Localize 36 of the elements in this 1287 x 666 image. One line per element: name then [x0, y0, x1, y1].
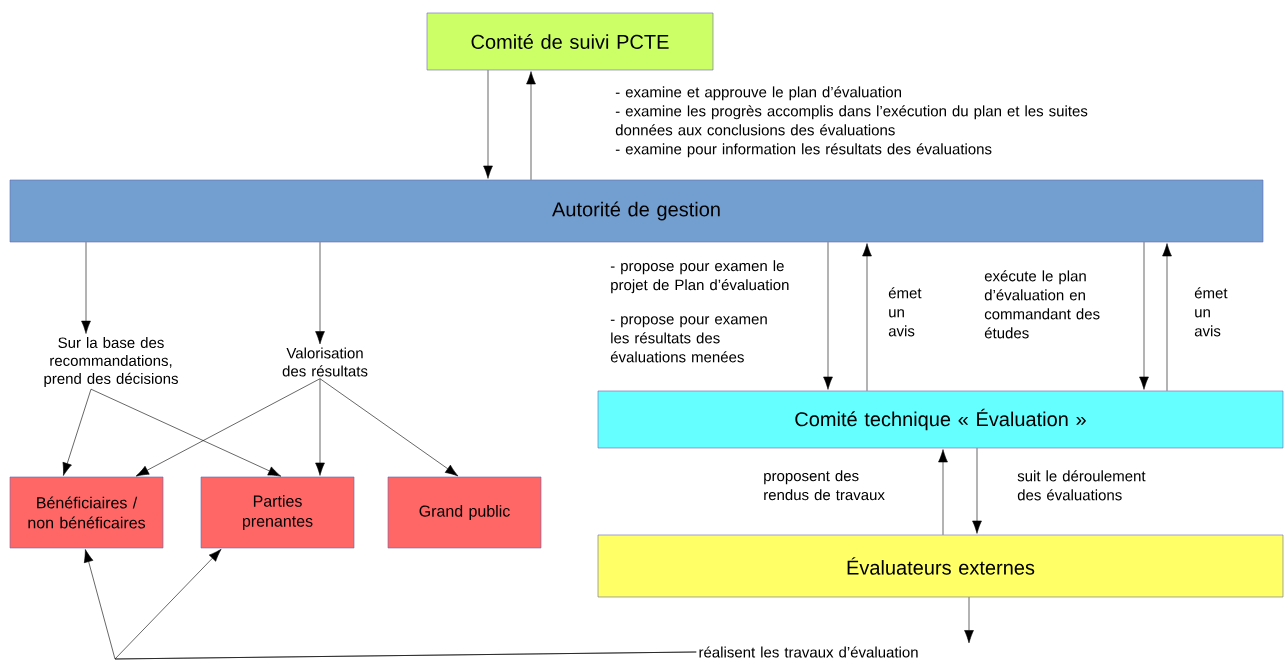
note-text: émet un avis — [1194, 287, 1228, 337]
node-text: Sur la base des recommandations, prend des décisions — [44, 337, 178, 387]
arrow — [862, 243, 872, 391]
arrow — [823, 242, 833, 390]
note-text: - examine les progrès accomplis dans l’exécution du plan et les suites données aux conclusions des évaluations — [615, 105, 1088, 136]
arrow — [964, 597, 974, 644]
arrow — [526, 71, 536, 180]
arrow — [1162, 243, 1172, 391]
process-box: Bénéficiaires / non bénéficaires — [9, 476, 164, 549]
process-box: Grand public — [387, 476, 542, 549]
arrow — [90, 388, 282, 477]
process-box: Évaluateurs externes — [597, 534, 1284, 598]
arrow — [62, 388, 92, 476]
note-text: - examine et approuve le plan d’évaluation — [615, 86, 901, 101]
note-text: émet un avis — [888, 287, 922, 337]
process-box: Comité de suivi PCTE — [426, 12, 714, 71]
arrow — [483, 70, 493, 179]
note-text: - propose pour examen les résultats des évaluations menées — [610, 316, 767, 363]
arrow — [938, 449, 948, 535]
note-text: exécute le plan d’évaluation en commandant des études — [984, 270, 1100, 339]
process-box: Parties prenantes — [200, 476, 355, 549]
node-text: Valorisation des résultats — [282, 347, 368, 377]
note-text: - propose pour examen le projet de Plan d’évaluation — [610, 260, 789, 294]
arrow — [1139, 242, 1149, 390]
arrow — [319, 378, 459, 477]
arrow — [81, 242, 91, 334]
note-text: suit le déroulement des évaluations — [1017, 470, 1146, 501]
note-text: proposent des rendus de travaux — [764, 470, 885, 501]
arrow — [315, 378, 325, 476]
arrow — [135, 378, 321, 477]
note-text: - examine pour information les résultats des évaluations — [615, 143, 992, 158]
arrow — [315, 242, 325, 345]
process-box: Autorité de gestion — [9, 179, 1264, 243]
node-text: réalisent les travaux d’évaluation — [699, 646, 918, 658]
process-box: Comité technique « Évaluation » — [597, 390, 1284, 449]
arrow — [972, 448, 982, 534]
